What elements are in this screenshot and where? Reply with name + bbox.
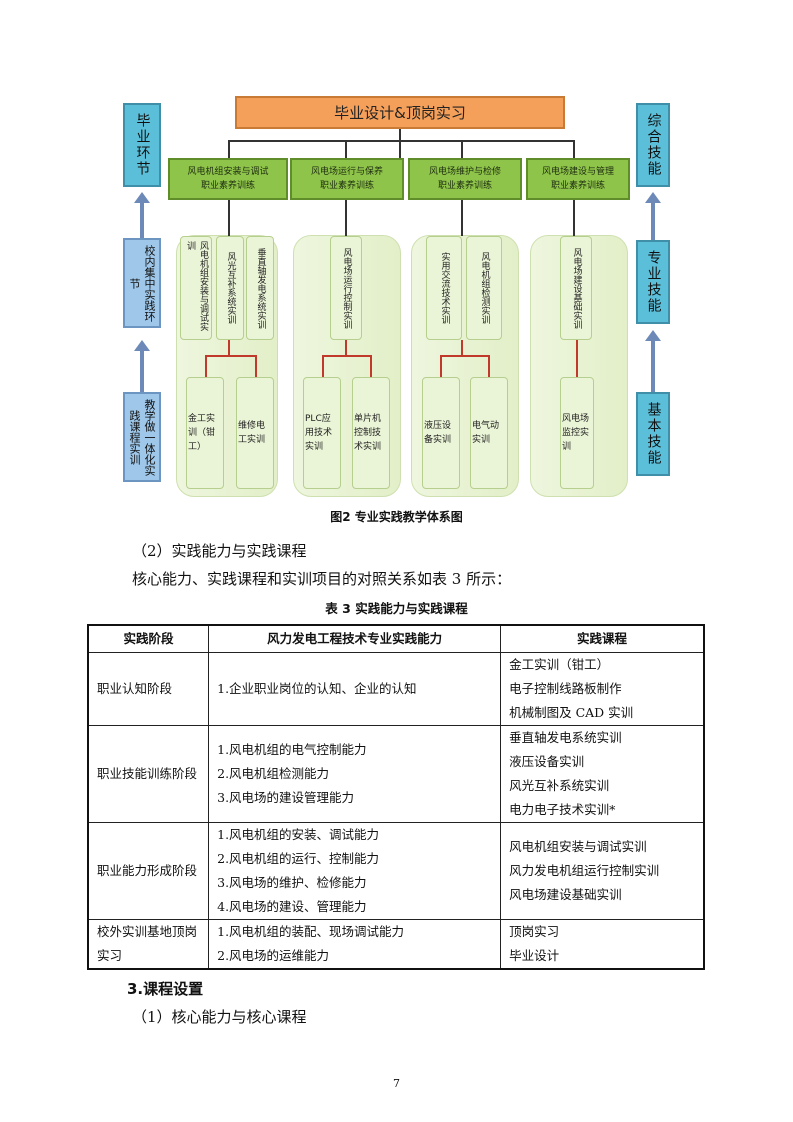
up-arrow-head xyxy=(645,330,661,341)
connector xyxy=(370,355,372,377)
table-title: 表 3 实践能力与实践课程 xyxy=(325,601,468,616)
up-arrow-head xyxy=(645,192,661,203)
connector xyxy=(345,140,347,158)
ability-cell: 1.风电机组的电气控制能力 2.风电机组检测能力 3.风电场的建设管理能力 xyxy=(208,724,502,823)
table-header-row: 实践阶段 风力发电工程技术专业实践能力 实践课程 xyxy=(87,624,705,653)
left-stage-box-campus: 校内集中实践环节 xyxy=(123,238,161,328)
training-cell: 液压设备实训 xyxy=(422,377,460,489)
connector xyxy=(255,355,257,377)
practice-teaching-system-diagram: 毕业设计&顶岗实习 风电机组安装与调试职业素养训练 风电场运行与保养职业素养训练… xyxy=(0,0,793,500)
column-head-3: 风电场维护与检修职业素养训练 xyxy=(408,158,522,200)
table-row: 校外实训基地顶岗实习 1.风电机组的装配、现场调试能力 2.风电场的运维能力 顶… xyxy=(87,918,705,970)
up-arrow-head xyxy=(134,340,150,351)
paragraph-subheading: （1）核心能力与核心课程 xyxy=(132,1008,307,1026)
column-head-2: 风电场运行与保养职业素养训练 xyxy=(290,158,404,200)
stage-cell: 校外实训基地顶岗实习 xyxy=(87,918,210,970)
figure-caption: 图2 专业实践教学体系图 xyxy=(330,510,463,524)
graduation-internship-box: 毕业设计&顶岗实习 xyxy=(235,96,565,129)
up-arrow xyxy=(651,202,655,240)
right-skill-box-professional: 专业技能 xyxy=(636,240,670,324)
training-cell: 风电场监控实训 xyxy=(560,377,594,489)
page-number: 7 xyxy=(393,1077,400,1090)
connector xyxy=(461,340,463,356)
right-skill-box-basic: 基本技能 xyxy=(636,392,670,476)
up-arrow-head xyxy=(134,192,150,203)
connector xyxy=(322,355,372,357)
training-cell: 风电场运行控制实训 xyxy=(330,236,362,340)
practice-ability-table: 实践阶段 风力发电工程技术专业实践能力 实践课程 职业认知阶段 1.企业职业岗位… xyxy=(87,624,705,970)
connector xyxy=(345,340,347,356)
table-row: 职业认知阶段 1.企业职业岗位的认知、企业的认知 金工实训（钳工） 电子控制线路… xyxy=(87,651,705,726)
course-cell: 风电机组安装与调试实训 风力发电机组运行控制实训 风电场建设基础实训 xyxy=(500,821,705,920)
table-row: 职业技能训练阶段 1.风电机组的电气控制能力 2.风电机组检测能力 3.风电场的… xyxy=(87,724,705,823)
connector xyxy=(573,140,575,158)
connector xyxy=(228,200,230,236)
training-cell: 垂直轴发电系统实训 xyxy=(246,236,274,340)
connector xyxy=(461,140,463,158)
connector xyxy=(228,340,230,356)
right-skill-box-comprehensive: 综合技能 xyxy=(636,103,670,187)
section-heading: 3.课程设置 xyxy=(127,980,204,998)
ability-cell: 1.企业职业岗位的认知、企业的认知 xyxy=(208,651,502,726)
course-cell: 金工实训（钳工） 电子控制线路板制作 机械制图及 CAD 实训 xyxy=(500,651,705,726)
training-cell: 风电机组安装与调试实训 xyxy=(180,236,212,340)
training-cell: 单片机控制技术实训 xyxy=(352,377,390,489)
left-stage-box-integrated: 教学做一体化实践课程实训 xyxy=(123,392,161,482)
training-cell: 电气动实训 xyxy=(470,377,508,489)
connector xyxy=(461,200,463,236)
column-head-1: 风电机组安装与调试职业素养训练 xyxy=(168,158,288,200)
table-row: 职业能力形成阶段 1.风电机组的安装、调试能力 2.风电机组的运行、控制能力 3… xyxy=(87,821,705,920)
connector xyxy=(440,355,442,377)
left-stage-box-graduation: 毕业环节 xyxy=(123,103,161,187)
training-cell: 风电机组检测实训 xyxy=(466,236,502,340)
stage-cell: 职业认知阶段 xyxy=(87,651,210,726)
ability-cell: 1.风电机组的安装、调试能力 2.风电机组的运行、控制能力 3.风电场的维护、检… xyxy=(208,821,502,920)
connector xyxy=(228,140,230,158)
table-header-cell: 风力发电工程技术专业实践能力 xyxy=(208,624,502,653)
connector xyxy=(488,355,490,377)
course-cell: 顶岗实习 毕业设计 xyxy=(500,918,705,970)
connector xyxy=(205,355,257,357)
table-header-cell: 实践课程 xyxy=(500,624,705,653)
training-cell: 风电场建设基础实训 xyxy=(560,236,592,340)
connector xyxy=(322,355,324,377)
connector xyxy=(440,355,490,357)
connector xyxy=(228,140,574,142)
connector xyxy=(345,200,347,236)
training-cell: 风光互补系统实训 xyxy=(216,236,244,340)
column-head-4: 风电场建设与管理职业素养训练 xyxy=(526,158,630,200)
stage-cell: 职业能力形成阶段 xyxy=(87,821,210,920)
training-cell: 维修电工实训 xyxy=(236,377,274,489)
connector xyxy=(573,200,575,236)
paragraph-text: 核心能力、实践课程和实训项目的对照关系如表 3 所示： xyxy=(132,570,512,588)
up-arrow xyxy=(651,340,655,392)
table-header-cell: 实践阶段 xyxy=(87,624,210,653)
training-cell: 金工实训（钳工） xyxy=(186,377,224,489)
up-arrow xyxy=(140,350,144,392)
paragraph-subheading: （2）实践能力与实践课程 xyxy=(132,542,307,560)
training-cell: 实用交流技术实训 xyxy=(426,236,462,340)
course-cell: 垂直轴发电系统实训 液压设备实训 风光互补系统实训 电力电子技术实训* xyxy=(500,724,705,823)
connector xyxy=(205,355,207,377)
connector xyxy=(576,340,578,377)
ability-cell: 1.风电机组的装配、现场调试能力 2.风电场的运维能力 xyxy=(208,918,502,970)
up-arrow xyxy=(140,202,144,238)
training-cell: PLC应用技术实训 xyxy=(303,377,341,489)
connector xyxy=(399,129,401,159)
stage-cell: 职业技能训练阶段 xyxy=(87,724,210,823)
